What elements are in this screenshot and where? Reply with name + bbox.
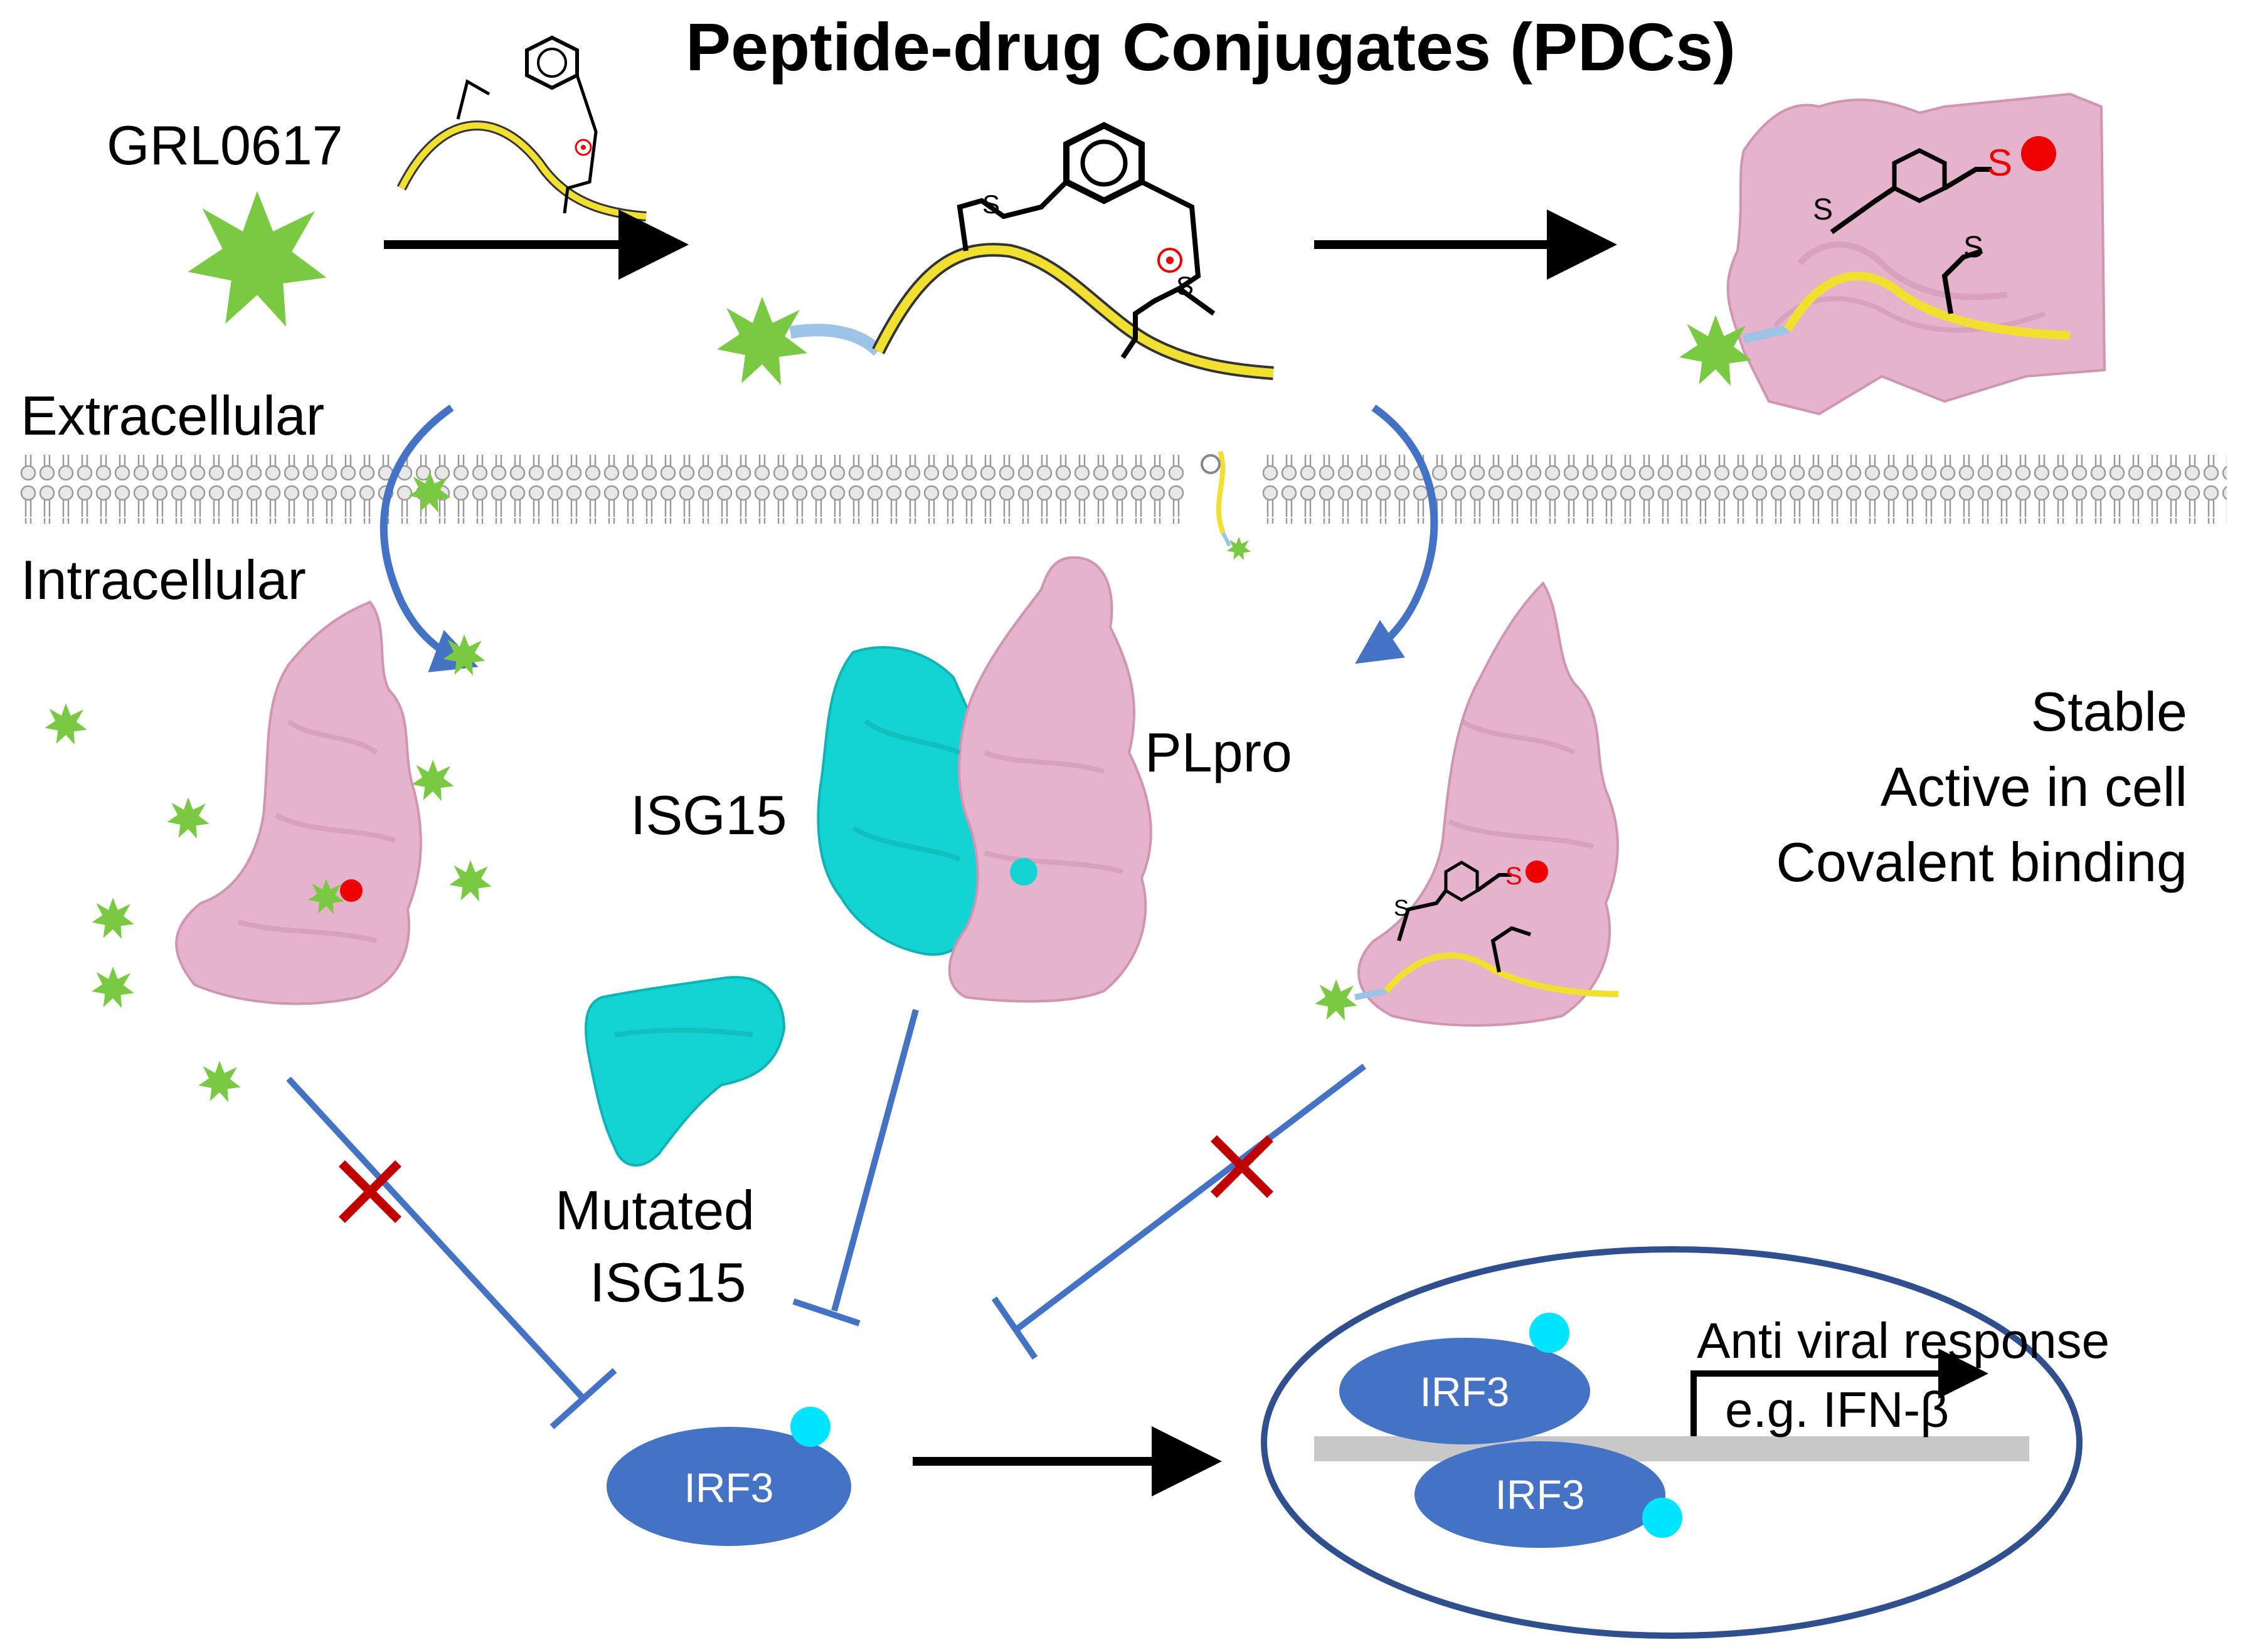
extracellular-label: Extracellular bbox=[21, 384, 324, 447]
property-covalent: Covalent binding bbox=[1776, 831, 2187, 893]
sulfur-label-right: S bbox=[1394, 895, 1409, 921]
drug-label: GRL0617 bbox=[107, 114, 343, 176]
pdc-conjugate-molecule: S S bbox=[717, 122, 1274, 385]
property-active: Active in cell bbox=[1881, 756, 2187, 818]
isg15-plpro-complex bbox=[817, 556, 1152, 1003]
blocked-x-icon-right bbox=[1211, 1135, 1273, 1198]
irf3-label-free: IRF3 bbox=[684, 1464, 773, 1511]
response-label: Anti viral response bbox=[1697, 1313, 2110, 1369]
isg15-protein bbox=[817, 646, 980, 956]
small-peptide-icon bbox=[396, 35, 647, 221]
mutated-isg15-label-line2: ISG15 bbox=[590, 1251, 746, 1313]
pdc-drug-icon bbox=[717, 297, 807, 385]
example-label: e.g. IFN-β bbox=[1725, 1382, 1949, 1438]
property-stable: Stable bbox=[2030, 680, 2187, 743]
irf3-label-bottom: IRF3 bbox=[1495, 1471, 1584, 1518]
sulfur-label-covalent: S bbox=[1987, 142, 2012, 184]
diagram-title: Peptide-drug Conjugates (PDCs) bbox=[686, 9, 1736, 85]
blocked-x-icon-left bbox=[339, 1160, 401, 1223]
isg15-label: ISG15 bbox=[630, 784, 787, 846]
plpro-covalent-pdc: S S bbox=[1315, 581, 1619, 1027]
plpro-label: PLpro bbox=[1145, 721, 1292, 783]
pdc-entry-arrow bbox=[1355, 405, 1438, 664]
drug-entry-arrow bbox=[379, 405, 479, 672]
mutated-isg15-protein bbox=[585, 976, 786, 1167]
intracellular-label: Intracellular bbox=[21, 549, 306, 611]
cell-membrane bbox=[19, 455, 2227, 524]
irf3-free: IRF3 bbox=[607, 1407, 851, 1546]
irf3-protein bbox=[607, 1427, 851, 1546]
plpro-protein bbox=[948, 556, 1152, 1003]
irf3-dimer: IRF3 IRF3 bbox=[1339, 1313, 1682, 1548]
plpro-free-drug bbox=[175, 600, 422, 1005]
mutated-isg15-label-line1: Mutated bbox=[555, 1179, 755, 1241]
plpro-bound-complex: S S S bbox=[1679, 92, 2106, 416]
inhibition-plpro bbox=[792, 1009, 919, 1326]
sulfur-label-right-covalent: S bbox=[1505, 862, 1522, 890]
inhibition-pdc bbox=[991, 1064, 1367, 1360]
nucleus bbox=[1261, 1246, 2083, 1639]
membrane-pdc-icon bbox=[1201, 450, 1251, 561]
grl0617-drug-icon bbox=[188, 191, 327, 327]
sulfonium-label: S bbox=[1176, 271, 1194, 300]
sulfur-label-bound-2: S bbox=[1963, 231, 1983, 264]
inhibition-free-drug bbox=[286, 1076, 617, 1429]
sulfur-label-center: S bbox=[982, 189, 1000, 219]
sulfur-label-bound: S bbox=[1813, 193, 1833, 226]
irf3-label-top: IRF3 bbox=[1420, 1369, 1509, 1415]
isg15-tag-icon bbox=[790, 1407, 831, 1447]
transcription-arrow bbox=[1690, 1348, 1988, 1436]
